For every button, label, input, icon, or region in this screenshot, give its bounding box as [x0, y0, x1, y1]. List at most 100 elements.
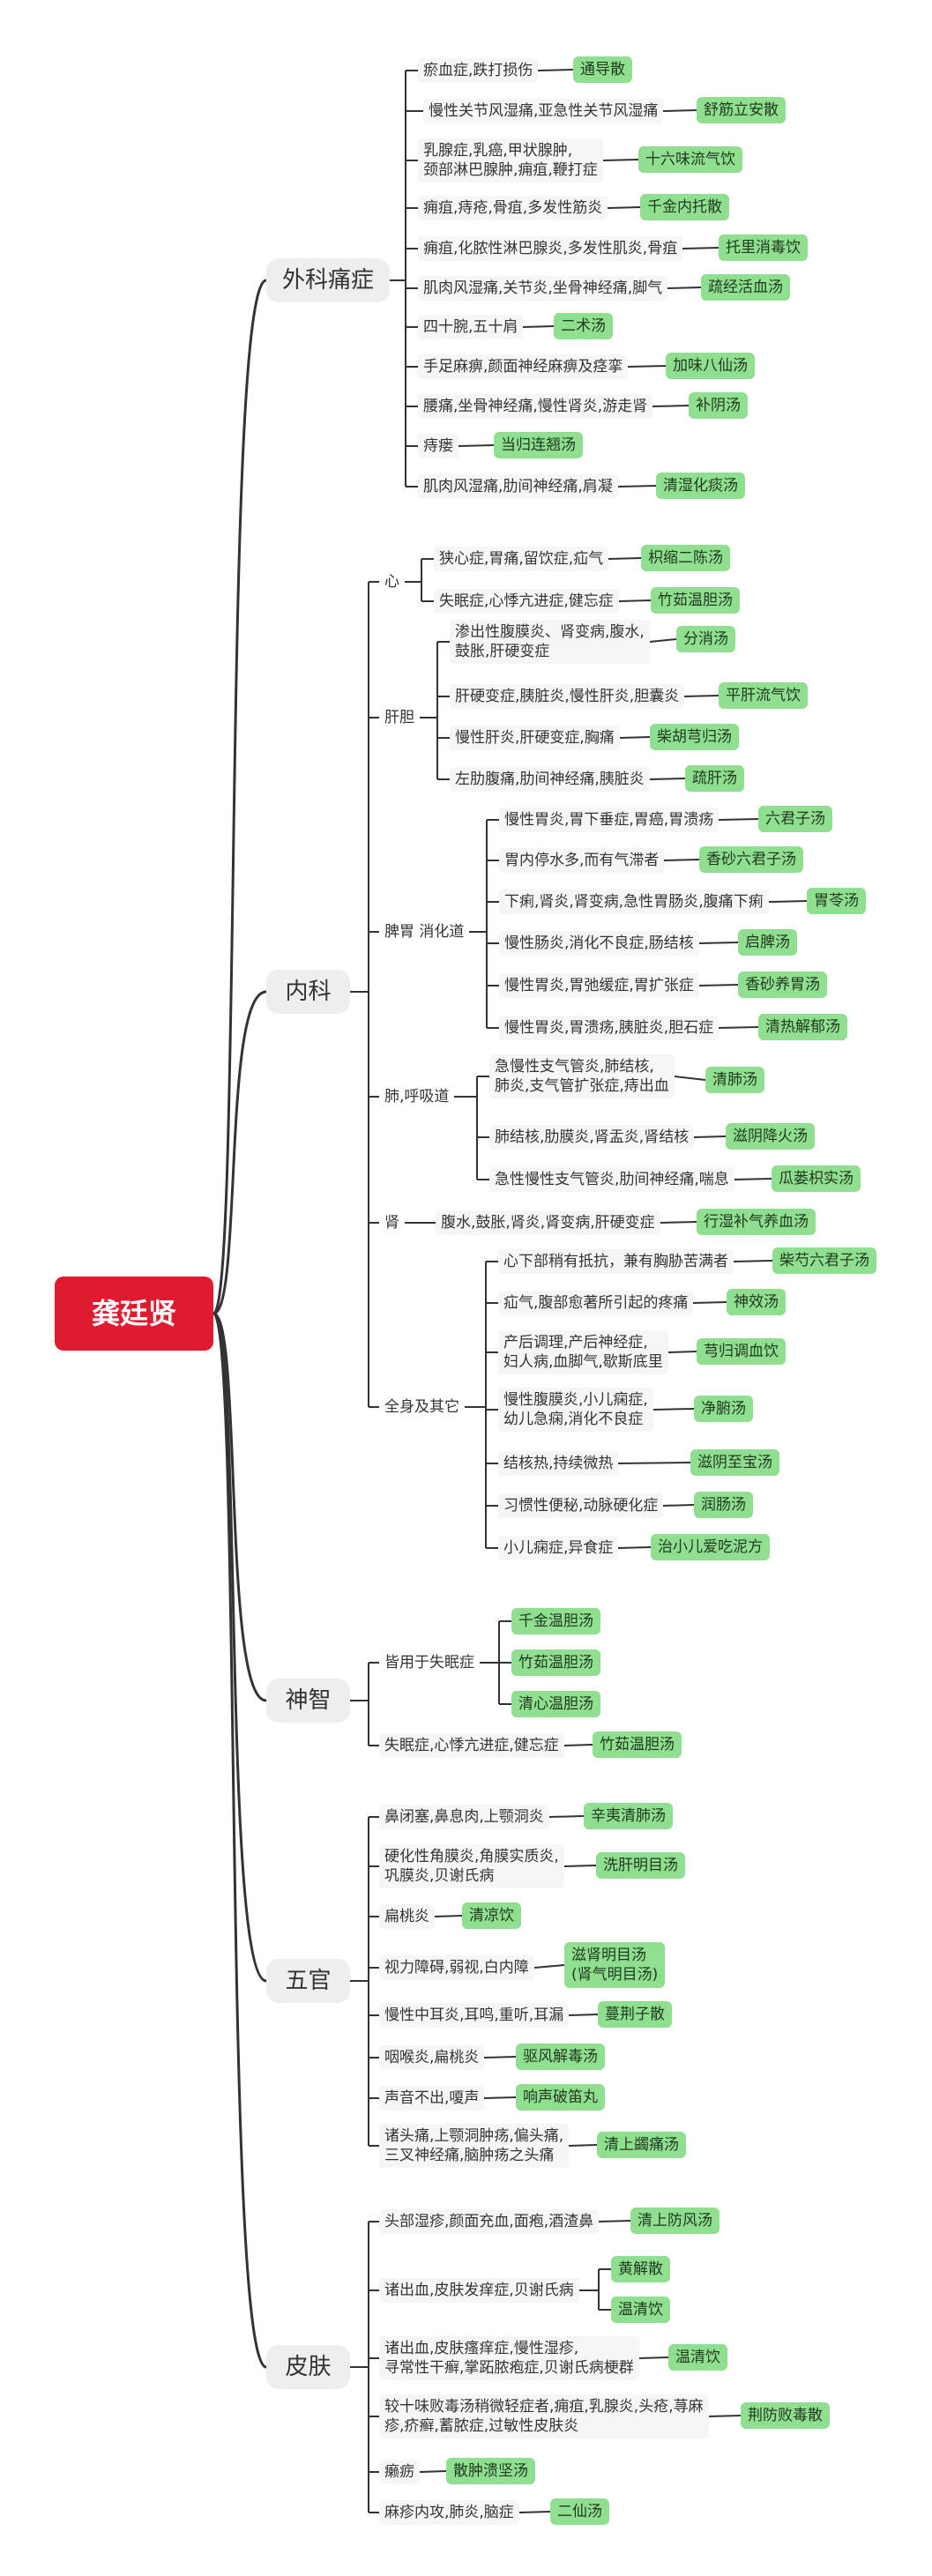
condition-liver-3: 左肋腹痛,肋间神经痛,胰脏炎: [450, 767, 650, 792]
edge-condition-b1-0-to-remedy-b1-0: [537, 69, 574, 71]
remedy-kidney-0: 行湿补气养血汤: [697, 1209, 816, 1235]
remedy-b5-3: 荆防败毒散: [741, 2402, 830, 2429]
edge-condition-b4-3-to-remedy-b4-3: [533, 1964, 565, 1969]
condition-b1-5: 肌肉风湿痛,关节炎,坐骨神经痛,脚气: [418, 276, 668, 301]
edge-condition-body-5-to-remedy-body-5: [662, 1504, 695, 1507]
remedy-b4-7: 清上蠲痛汤: [597, 2132, 686, 2158]
branch-internal-medicine: 内科: [266, 970, 350, 1014]
condition-b4-6: 声音不出,嗄声: [379, 2086, 485, 2111]
edge-condition-spleen-0-to-remedy-spleen-0: [718, 818, 759, 821]
condition-b1-10: 肌肉风湿痛,肋间神经痛,肩凝: [418, 474, 618, 499]
remedy-b5-1a: 黄解散: [611, 2256, 670, 2282]
remedy-insomnia-2: 清心温胆汤: [511, 1691, 600, 1717]
edge-condition-body-6-to-remedy-body-6: [617, 1546, 652, 1549]
subgroup-whole-body-other: 全身及其它: [384, 1398, 459, 1416]
edge-condition-kidney-0-to-remedy-kidney-0: [660, 1221, 697, 1224]
remedy-spleen-5: 清热解郁汤: [758, 1014, 847, 1040]
edge-condition-liver-0-to-remedy-liver-0: [649, 638, 677, 643]
condition-heart-0: 狭心症,胃痛,留饮症,疝气: [434, 547, 609, 571]
remedy-spleen-3: 启脾汤: [738, 929, 797, 956]
edge-condition-b4-6-to-remedy-b4-6: [483, 2096, 517, 2099]
condition-b1-3: 痈疽,痔疮,骨疽,多发性筋炎: [418, 196, 608, 220]
condition-body-5: 习惯性便秘,动脉硬化症: [498, 1493, 664, 1518]
remedy-spleen-4: 香砂养胃汤: [738, 972, 827, 998]
edge-condition-heart-1-to-remedy-heart-1: [618, 599, 652, 602]
edge-condition-b5-4-to-remedy-b5-4: [419, 2470, 447, 2473]
edge-condition-body-2-to-remedy-body-2: [667, 1351, 697, 1353]
remedy-b4-6: 响声破笛丸: [516, 2084, 605, 2111]
edge-condition-b4-7-to-remedy-b4-7: [568, 2144, 598, 2147]
remedy-spleen-0: 六君子汤: [758, 806, 832, 832]
remedy-mental-1: 竹茹温胆汤: [593, 1731, 682, 1758]
condition-heart-1: 失眠症,心悸亢进症,健忘症: [434, 589, 619, 614]
edge-condition-b4-1-to-remedy-b4-1: [563, 1865, 597, 1867]
remedy-lung-2: 瓜蒌枳实汤: [772, 1165, 861, 1192]
remedy-b4-3: 滋肾明目汤 (肾气明目汤): [564, 1942, 666, 1988]
edge-condition-b5-0-to-remedy-b5-0: [598, 2220, 631, 2222]
remedy-b5-0: 清上防风汤: [630, 2207, 720, 2234]
remedy-b4-1: 洗肝明目汤: [596, 1852, 685, 1879]
condition-b5-0: 头部湿疹,颜面充血,面疱,酒渣鼻: [379, 2209, 600, 2234]
condition-b4-7: 诸头痛,上颚洞肿疡,偏头痛, 三叉神经痛,脑肿疡之头痛: [379, 2124, 570, 2168]
condition-b5-5: 麻疹内攻,肺炎,脑症: [379, 2500, 519, 2525]
remedy-b5-2: 温清饮: [668, 2344, 727, 2371]
condition-spleen-4: 慢性胃炎,胃弛缓症,胃扩张症: [499, 973, 699, 998]
subgroup-insomnia: 皆用于失眠症: [384, 1654, 474, 1671]
condition-b4-4: 慢性中耳炎,耳鸣,重听,耳漏: [379, 2003, 570, 2028]
edge-condition-b4-0-to-remedy-b4-0: [548, 1815, 585, 1818]
condition-spleen-2: 下痢,肾炎,肾变病,急性胃肠炎,腹痛下痢: [499, 890, 769, 914]
condition-b4-1: 硬化性角膜炎,角膜实质炎, 巩膜炎,贝谢氏病: [379, 1844, 564, 1888]
condition-spleen-0: 慢性胃炎,胃下垂症,胃癌,胃溃疡: [499, 808, 720, 832]
condition-lung-1: 肺结核,肋膜炎,肾盂炎,肾结核: [489, 1125, 695, 1150]
condition-spleen-5: 慢性胃炎,胃溃疡,胰脏炎,胆石症: [499, 1016, 720, 1040]
condition-b1-8: 腰痛,坐骨神经痛,慢性肾炎,游走肾: [418, 394, 653, 419]
condition-b1-6: 四十腕,五十肩: [418, 315, 524, 339]
condition-b1-2: 乳腺症,乳癌,甲状腺肿, 颈部淋巴腺肿,痈疽,鞭打症: [418, 138, 603, 182]
subgroup-heart: 心: [384, 573, 399, 591]
remedy-spleen-1: 香砂六君子汤: [699, 846, 803, 873]
remedy-body-6: 治小儿爱吃泥方: [651, 1534, 770, 1560]
remedy-b4-2: 清凉饮: [462, 1902, 521, 1929]
condition-lung-2: 急性慢性支气管炎,肋间神经痛,喘息: [489, 1167, 734, 1192]
subgroup-kidney: 肾: [384, 1214, 399, 1232]
condition-b4-0: 鼻闭塞,鼻息肉,上颚洞炎: [379, 1805, 549, 1829]
remedy-b5-4: 散肿溃坚汤: [446, 2458, 535, 2484]
edge-condition-mental-1-to-remedy-mental-1: [563, 1744, 593, 1746]
edge-condition-b5-5-to-remedy-b5-5: [518, 2511, 551, 2513]
condition-body-6: 小儿痫症,异食症: [498, 1536, 619, 1560]
subgroup-spleen-stomach: 脾胃 消化道: [384, 923, 465, 941]
edge-condition-body-1-to-remedy-body-1: [692, 1301, 727, 1304]
edge-condition-b1-10-to-remedy-b1-10: [617, 485, 657, 488]
condition-spleen-1: 胃内停水多,而有气滞者: [499, 848, 665, 873]
edge-condition-liver-2-to-remedy-liver-2: [619, 736, 651, 739]
remedy-liver-1: 平肝流气饮: [719, 682, 808, 709]
branch-mental-edge: [212, 1312, 267, 1702]
remedy-liver-3: 疏肝汤: [685, 765, 744, 792]
edge-condition-spleen-3-to-remedy-spleen-3: [698, 942, 739, 944]
remedy-b1-3: 千金内托散: [640, 194, 729, 220]
condition-b5-1: 诸出血,皮肤发痒症,贝谢氏病: [379, 2278, 579, 2303]
remedy-b1-4: 托里消毒饮: [719, 235, 808, 261]
remedy-b5-5: 二仙汤: [550, 2498, 609, 2525]
condition-b1-9: 痔瘘: [418, 434, 459, 458]
remedy-liver-2: 柴胡芎归汤: [650, 724, 739, 750]
remedy-lung-1: 滋阴降火汤: [726, 1123, 815, 1150]
edge-condition-body-3-to-remedy-body-3: [652, 1408, 695, 1411]
edge-condition-b1-5-to-remedy-b1-5: [667, 287, 702, 289]
remedy-body-2: 芎归调血饮: [697, 1338, 786, 1365]
condition-mental-1: 失眠症,心悸亢进症,健忘症: [379, 1733, 564, 1758]
remedy-b4-4: 蔓荆子散: [598, 2001, 672, 2028]
remedy-heart-0: 枳缩二陈汤: [641, 545, 730, 571]
condition-body-3: 慢性腹膜炎,小儿痫症, 幼儿急痫,消化不良症: [498, 1388, 653, 1432]
condition-b5-2: 诸出血,皮肤瘙痒症,慢性湿疹, 寻常性干癣,掌跖脓疱症,贝谢氏病梗群: [379, 2336, 639, 2380]
remedy-insomnia-1: 竹茹温胆汤: [511, 1649, 600, 1676]
remedy-b1-8: 补阴汤: [689, 392, 748, 419]
edge-condition-b1-3-to-remedy-b1-3: [607, 206, 641, 209]
remedy-b1-1: 舒筋立安散: [697, 97, 786, 123]
branch-surgical-pain: 外科痛症: [266, 258, 390, 302]
remedy-liver-0: 分消汤: [676, 626, 735, 652]
remedy-b1-5: 疏经活血汤: [701, 274, 790, 301]
condition-b1-4: 痈疽,化脓性淋巴腺炎,多发性肌炎,骨疽: [418, 236, 683, 261]
remedy-b1-9: 当归连翘汤: [494, 432, 583, 458]
branch-internal-medicine-edge: [212, 990, 267, 1315]
